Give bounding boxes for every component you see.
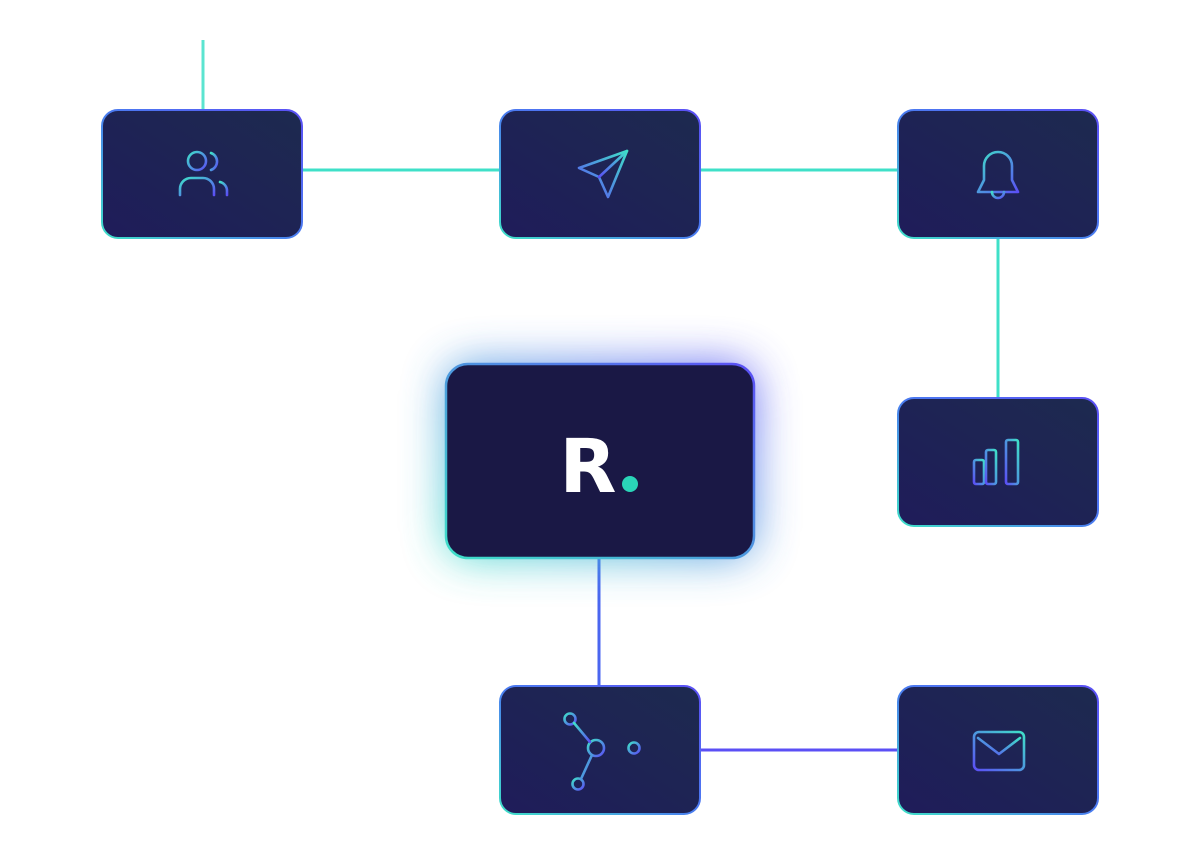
node-send[interactable] (499, 109, 701, 239)
bell-icon (976, 141, 1020, 200)
brand-logo-letter: R (560, 424, 617, 510)
network-icon (563, 712, 641, 791)
node-mail[interactable] (897, 685, 1099, 815)
send-icon (577, 149, 629, 199)
node-bell[interactable] (897, 109, 1099, 239)
node-users[interactable] (101, 109, 303, 239)
center-node[interactable]: R (444, 362, 756, 560)
node-network[interactable] (499, 685, 701, 815)
bar-chart-icon (972, 438, 1020, 486)
brand-logo-dot (622, 476, 638, 492)
mail-icon (972, 730, 1026, 772)
node-chart[interactable] (897, 397, 1099, 527)
users-icon (178, 150, 229, 197)
